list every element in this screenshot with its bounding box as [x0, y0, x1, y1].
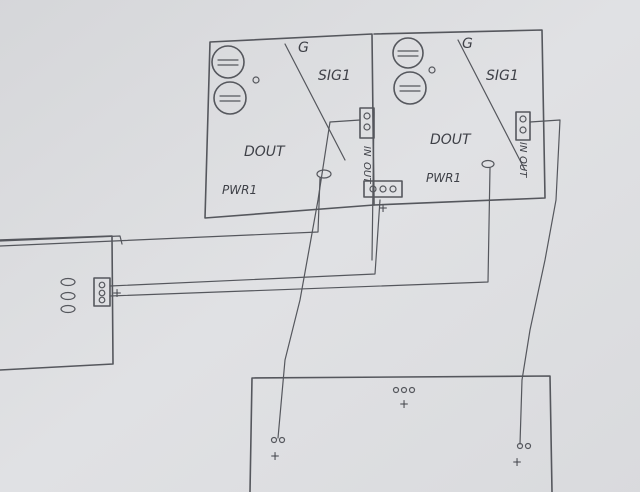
right-small-hole — [428, 66, 436, 74]
left-conn-pad-1 — [60, 277, 76, 287]
left-label-out: OUT — [361, 162, 372, 184]
wire-left-in-to-bottom — [277, 119, 361, 439]
left-pwr-pad — [316, 169, 332, 179]
right-label-dout: DOUT — [430, 132, 472, 148]
left-pwr-header — [363, 180, 403, 198]
bottom-center-pin-3 — [408, 386, 416, 394]
left-cap-top — [211, 45, 245, 79]
left-conn-pad-3 — [60, 304, 76, 314]
left-label-pwr: PWR1 — [222, 183, 257, 197]
bottom-left-plus: + — [270, 449, 280, 463]
left-in-pin-2 — [363, 123, 371, 131]
wires — [0, 111, 561, 445]
right-in-pin-2 — [519, 126, 527, 134]
left-conn-pad-2 — [60, 291, 76, 301]
right-label-out: OUT — [517, 156, 528, 178]
right-label-in: IN — [517, 142, 528, 153]
wire-right-in-to-bottom — [519, 119, 561, 445]
left-label-in: IN — [361, 146, 372, 157]
right-pwr-pad — [481, 159, 495, 169]
left-small-hole — [252, 76, 260, 84]
wire-left-top — [0, 235, 123, 245]
bottom-right-pin-2 — [524, 442, 532, 450]
left-label-g: G — [298, 40, 309, 56]
right-label-g: G — [462, 36, 473, 52]
wire-conn-to-left-pwr — [109, 199, 381, 287]
left-pwr-pin-2 — [379, 185, 387, 193]
left-connector-board: + — [0, 235, 122, 371]
bottom-board-outline — [249, 375, 553, 492]
wire-conn-to-right-pwr — [109, 167, 491, 297]
left-conn-pin-1 — [98, 281, 106, 289]
right-cap-bottom — [393, 71, 427, 105]
left-diag-line — [284, 43, 346, 161]
right-label-sig: SIG1 — [486, 68, 519, 84]
bottom-left-pin-1 — [270, 436, 278, 444]
wire-left-to-pad — [0, 177, 321, 247]
wire-center-vertical — [371, 111, 375, 261]
left-label-dout: DOUT — [244, 144, 286, 160]
left-pwr-plus: + — [378, 201, 388, 215]
left-conn-pin-2 — [98, 289, 106, 297]
bottom-right-plus: + — [512, 455, 522, 469]
left-conn-plus: + — [112, 286, 122, 300]
right-module-outline — [373, 29, 546, 206]
right-module-board: G SIG1 DOUT PWR1 IN OUT — [373, 29, 546, 206]
left-module-board: G SIG1 DOUT PWR1 IN OUT + — [204, 33, 403, 219]
left-connector-outline — [0, 235, 114, 371]
left-conn-header — [93, 277, 111, 307]
right-in-header — [515, 111, 531, 141]
bottom-left-pin-2 — [278, 436, 286, 444]
right-in-pin-1 — [519, 115, 527, 123]
left-conn-pin-3 — [98, 296, 106, 304]
left-in-pin-1 — [363, 112, 371, 120]
right-label-pwr: PWR1 — [426, 171, 461, 185]
bottom-center-pin-1 — [392, 386, 400, 394]
right-diag-line — [457, 39, 526, 171]
left-cap-bottom — [213, 81, 247, 115]
left-pwr-pin-3 — [389, 185, 397, 193]
bottom-center-plus: + — [399, 397, 409, 411]
bottom-board: + + + — [249, 375, 553, 492]
left-label-sig: SIG1 — [318, 68, 351, 84]
bottom-center-pin-2 — [400, 386, 408, 394]
right-cap-top — [392, 37, 424, 69]
